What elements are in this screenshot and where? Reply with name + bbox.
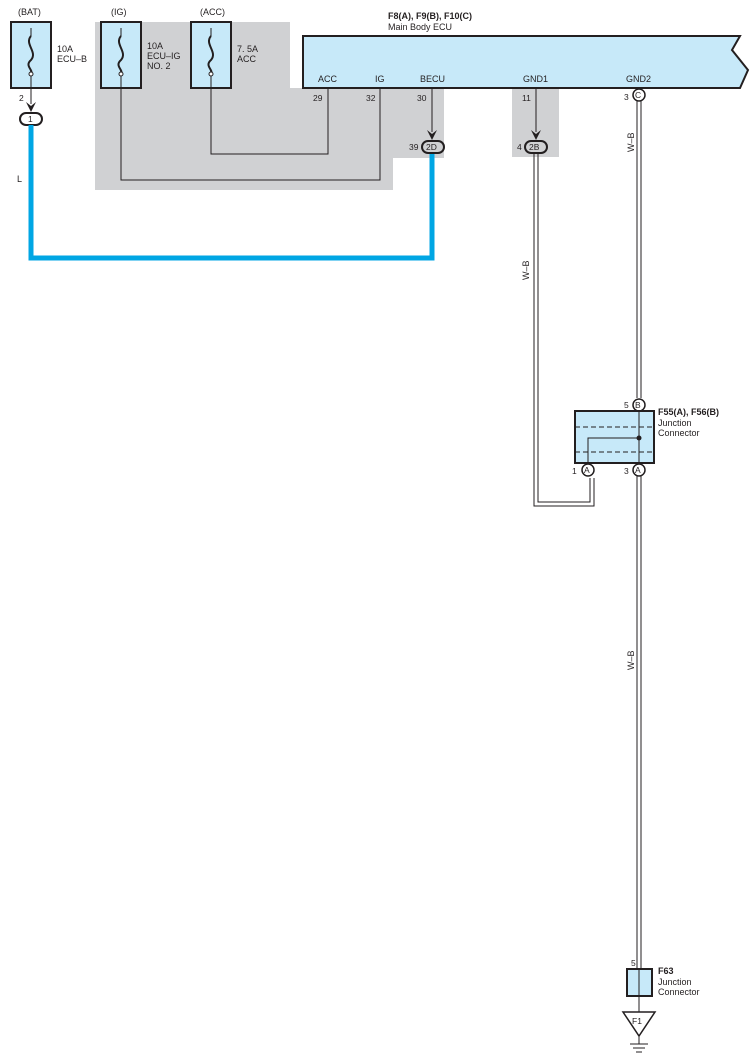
wire-gnd1-color: W–B bbox=[521, 260, 531, 280]
junction-f55-name: F55(A), F56(B) bbox=[658, 407, 719, 417]
fuse-bat-pin: 2 bbox=[19, 93, 24, 103]
wire-gnd2-wb bbox=[636, 101, 642, 398]
connector-2d bbox=[421, 140, 445, 154]
arrow-gnd1 bbox=[531, 130, 541, 140]
junction-f55-line1: Junction bbox=[658, 418, 692, 428]
wire-acc bbox=[210, 76, 329, 155]
junction-f63-line2: Connector bbox=[658, 987, 700, 997]
connector-c bbox=[632, 88, 646, 102]
fuse-bat-name: ECU–B bbox=[57, 54, 87, 64]
f55-right-connector-label: A bbox=[635, 465, 641, 475]
arrow-becu bbox=[427, 130, 437, 140]
ground-label: F1 bbox=[632, 1016, 642, 1026]
fuse-ig-supply: (IG) bbox=[111, 7, 127, 17]
f55-left-pin: 1 bbox=[572, 466, 577, 476]
wire-bat-blue bbox=[28, 125, 435, 261]
ecu-terminal-gnd2: GND2 bbox=[626, 74, 651, 84]
connector-2b bbox=[524, 140, 548, 154]
ecu-terminal-gnd1: GND1 bbox=[523, 74, 548, 84]
connector-2d-label: 2D bbox=[426, 142, 437, 152]
fuse-acc-supply: (ACC) bbox=[200, 7, 225, 17]
fuse-ig-name: ECU–IG bbox=[147, 51, 181, 61]
ecu-pin-gnd2: 3 bbox=[624, 92, 629, 102]
fuse-acc-rating: 7. 5A bbox=[237, 44, 258, 54]
ecu-pin-gnd1: 11 bbox=[522, 93, 531, 103]
fuse-bat-supply: (BAT) bbox=[18, 7, 41, 17]
junction-f55-box bbox=[574, 410, 655, 464]
ecu-pin-ig: 32 bbox=[366, 93, 376, 103]
ecu-name: Main Body ECU bbox=[388, 22, 452, 32]
fuse-ig-rating: 10A bbox=[147, 41, 163, 51]
f55-top-connector-label: B bbox=[635, 400, 641, 410]
fuse-bat-rating: 10A bbox=[57, 44, 73, 54]
connector-c-label: C bbox=[635, 90, 641, 100]
f55-top-pin: 5 bbox=[624, 400, 629, 410]
ecu-pin-acc: 29 bbox=[313, 93, 323, 103]
f55-right-connector bbox=[632, 463, 646, 477]
wire-ground-wb bbox=[636, 476, 642, 968]
f55-left-connector bbox=[581, 463, 595, 477]
wire-ig bbox=[120, 76, 381, 181]
ecu-pin-becu: 30 bbox=[417, 93, 427, 103]
ecu-connectors-label: F8(A), F9(B), F10(C) bbox=[388, 11, 472, 21]
wire-bat-color: L bbox=[17, 174, 22, 184]
ecu-terminal-acc: ACC bbox=[318, 74, 338, 84]
junction-f63-name: F63 bbox=[658, 966, 674, 976]
f55-right-pin: 3 bbox=[624, 466, 629, 476]
arrow-bat bbox=[26, 102, 36, 112]
f63-pin: 5 bbox=[631, 958, 636, 968]
becu-junction-pin: 39 bbox=[409, 142, 419, 152]
junction-f55-line2: Connector bbox=[658, 428, 700, 438]
f55-left-connector-label: A bbox=[584, 465, 590, 475]
wire-ground-color: W–B bbox=[626, 650, 636, 670]
connector-2b-label: 2B bbox=[529, 142, 540, 152]
ground-triangle bbox=[621, 1011, 657, 1038]
fuse-ig-name2: NO. 2 bbox=[147, 61, 171, 71]
main-body-ecu-box bbox=[302, 35, 750, 89]
ground-icon bbox=[630, 1036, 648, 1053]
ecu-terminal-ig: IG bbox=[375, 74, 385, 84]
ecu-terminal-becu: BECU bbox=[420, 74, 445, 84]
connector-bat-pin: 1 bbox=[28, 114, 33, 124]
fuse-acc-name: ACC bbox=[237, 54, 257, 64]
junction-f63-line1: Junction bbox=[658, 977, 692, 987]
gnd1-junction-pin: 4 bbox=[517, 142, 522, 152]
fuse-bat: (BAT) 10A ECU–B bbox=[10, 7, 87, 89]
wire-gnd2-color: W–B bbox=[626, 132, 636, 152]
wire-gnd1-wb bbox=[533, 153, 595, 507]
